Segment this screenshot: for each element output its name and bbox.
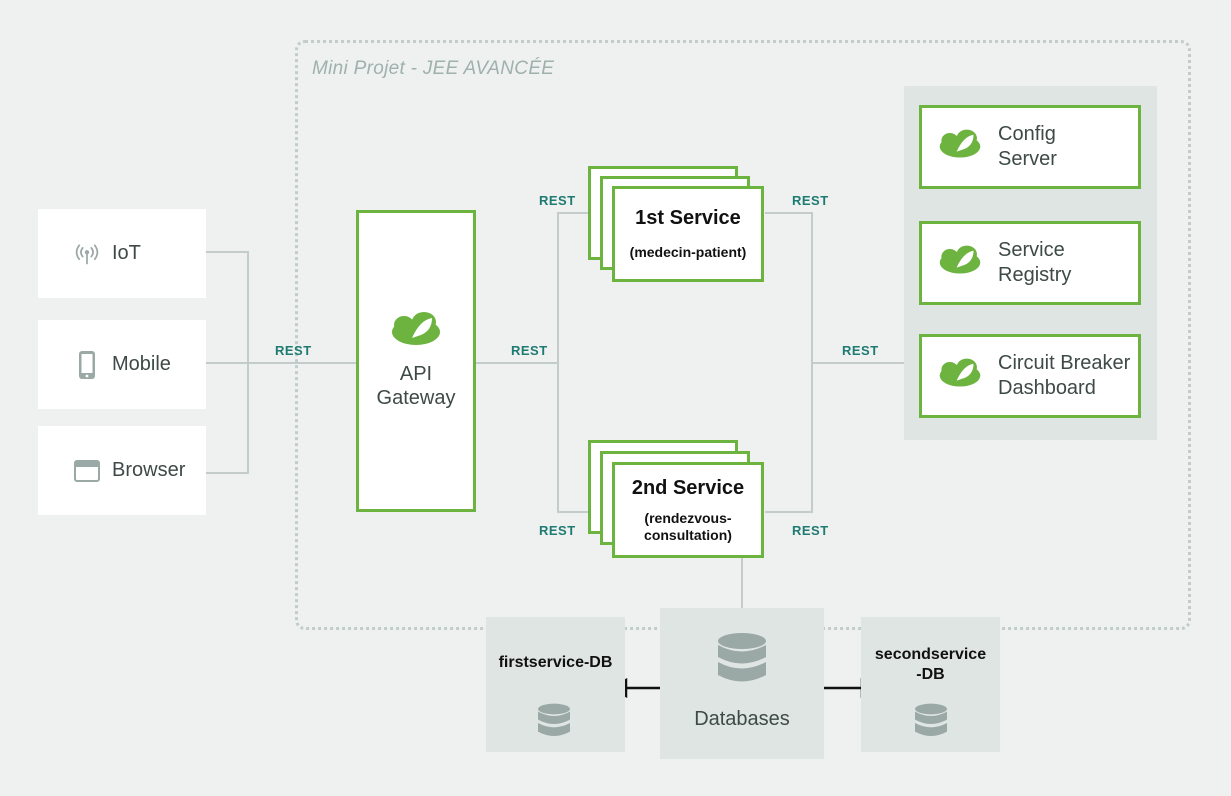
client-label: IoT xyxy=(112,242,141,264)
spring-leaf-icon xyxy=(938,245,982,282)
service-subtitle: (medecin-patient) xyxy=(629,244,747,260)
infra-label-line1: Config xyxy=(998,123,1056,145)
antenna-icon xyxy=(74,240,100,268)
services-left-bus xyxy=(557,212,588,513)
database-icon xyxy=(913,703,949,744)
service-1: 1st Service (medecin-patient) xyxy=(612,186,764,282)
rest-label: REST xyxy=(539,193,576,208)
api-gateway: API Gateway xyxy=(356,210,476,512)
rest-label: REST xyxy=(792,193,829,208)
infra-label-line2: Registry xyxy=(998,264,1072,286)
client-label: Mobile xyxy=(112,353,171,375)
service-subtitle: (rendezvous- consultation) xyxy=(644,510,732,544)
infra-label-line2: Dashboard xyxy=(998,377,1096,399)
service-title: 1st Service xyxy=(635,207,741,229)
client-browser: Browser xyxy=(38,426,206,515)
firstservice-db-panel: firstservice-DB xyxy=(486,617,625,752)
secondservice-db-label-line1: secondservice xyxy=(874,646,987,663)
config-server: Config Server xyxy=(919,105,1141,189)
rest-label: REST xyxy=(511,343,548,358)
infra-label: Circuit Breaker Dashboard xyxy=(998,351,1130,401)
client-mobile: Mobile xyxy=(38,320,206,409)
databases-panel: Databases xyxy=(660,608,824,759)
secondservice-db-label-line2: -DB xyxy=(916,666,945,683)
service-subtitle-line2: consultation) xyxy=(644,526,732,543)
secondservice-db-panel: secondservice -DB xyxy=(861,617,1000,752)
spring-leaf-icon xyxy=(938,358,982,395)
infra-label: Service Registry xyxy=(998,238,1071,288)
rest-label: REST xyxy=(842,343,879,358)
mobile-phone-icon xyxy=(74,350,100,379)
infra-label-line1: Service xyxy=(998,239,1065,261)
spring-leaf-icon xyxy=(390,312,442,352)
service-registry: Service Registry xyxy=(919,221,1141,305)
rest-label: REST xyxy=(275,343,312,358)
circuit-breaker-dashboard: Circuit Breaker Dashboard xyxy=(919,334,1141,418)
secondservice-db-label: secondservice -DB xyxy=(861,645,1000,685)
firstservice-db-label: firstservice-DB xyxy=(498,654,613,671)
rest-label: REST xyxy=(792,523,829,538)
rest-label: REST xyxy=(539,523,576,538)
client-label: Browser xyxy=(112,459,186,481)
gateway-label-line1: API xyxy=(399,363,433,385)
project-title: Mini Projet - JEE AVANCÉE xyxy=(312,58,555,79)
service-title: 2nd Service xyxy=(631,476,745,499)
service-subtitle-line1: (rendezvous- xyxy=(644,509,732,526)
service-2: 2nd Service (rendezvous- consultation) xyxy=(612,462,764,558)
databases-label: Databases xyxy=(694,708,790,730)
infra-label-line1: Circuit Breaker xyxy=(998,352,1131,374)
infra-label: Config Server xyxy=(998,122,1057,172)
infra-label-line2: Server xyxy=(998,148,1057,170)
gateway-label-line2: Gateway xyxy=(376,387,456,409)
database-icon xyxy=(536,703,572,744)
browser-window-icon xyxy=(74,457,100,485)
database-icon xyxy=(716,632,768,691)
spring-leaf-icon xyxy=(938,129,982,166)
services-right-bus xyxy=(765,212,813,513)
client-iot: IoT xyxy=(38,209,206,298)
